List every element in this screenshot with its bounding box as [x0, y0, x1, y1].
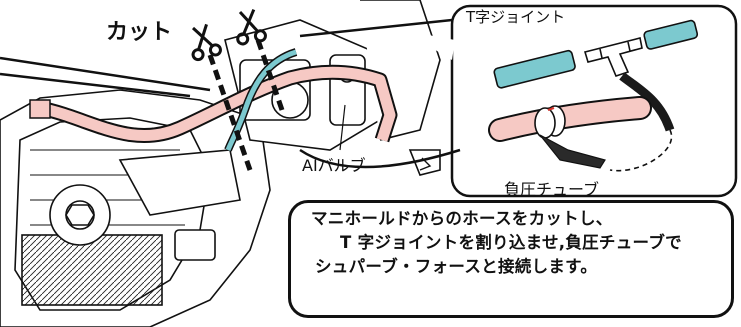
cut-lines: [207, 39, 285, 171]
negative-tube-black: [619, 72, 675, 132]
leader-lines: [0, 56, 211, 98]
cyan-tube-right: [643, 19, 699, 50]
t-joint-callout: [299, 4, 738, 198]
instruction-line: T 字ジョイントを割り込ませ,負圧チューブで: [340, 233, 682, 252]
cut-label: カット: [106, 20, 173, 45]
engine-block: [0, 0, 441, 327]
scissors-icon: [191, 23, 222, 62]
scissors-icon: [236, 8, 267, 46]
instruction-line: マニホールドからのホースをカットし、: [311, 209, 613, 228]
cyan-tube: [224, 48, 298, 152]
manifold-hose: [29, 64, 398, 144]
hose-with-clamp: [488, 96, 652, 169]
t-joint-label: T字ジョイント: [466, 8, 566, 26]
instruction-box: マニホールドからのホースをカットし、 T 字ジョイントを割り込ませ,負圧チューブ…: [288, 200, 734, 318]
instruction-line: シュパーブ・フォースと接続します。: [315, 257, 598, 276]
negative-pressure-tube-label: 負圧チューブ: [504, 180, 600, 199]
ai-valve-label: AIバルブ: [302, 156, 366, 175]
cyan-tube-left: [493, 49, 576, 89]
t-joint-icon: [583, 37, 643, 77]
